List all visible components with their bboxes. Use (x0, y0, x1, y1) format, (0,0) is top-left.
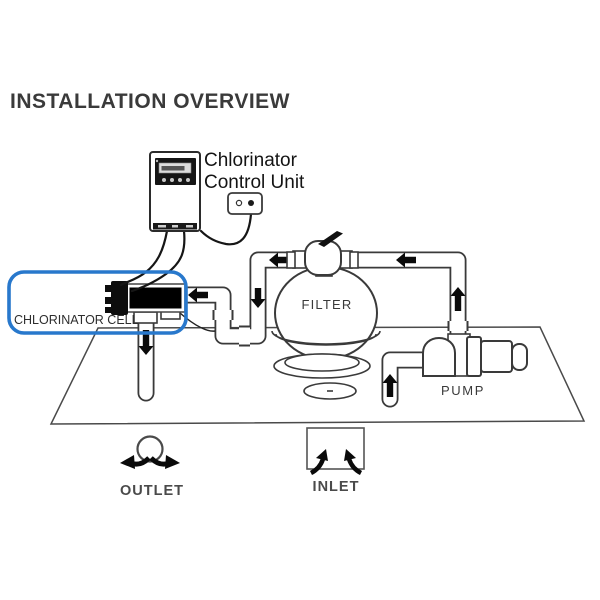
outlet-label: OUTLET (120, 483, 184, 499)
flow-arrows (138, 252, 466, 397)
filter-tank: FILTER (271, 231, 381, 379)
inlet-label: INLET (313, 479, 360, 495)
power-socket (227, 192, 263, 215)
cell-body (129, 287, 182, 309)
cell-connector (111, 281, 128, 315)
flow-arrow-into-cell (188, 287, 208, 303)
control-unit-label: Chlorinator Control Unit (204, 150, 305, 193)
flow-arrow-outlet-down (138, 330, 154, 355)
pump-strainer-pot (422, 336, 456, 377)
inlet-icon (306, 427, 365, 476)
pump: PUMP (422, 333, 528, 398)
drain-cover (303, 382, 357, 400)
filter-label: FILTER (301, 297, 352, 312)
flow-arrow-suction-up (382, 374, 398, 397)
svg-text:Chlorinator: Chlorinator (204, 150, 298, 171)
flow-arrow-right-top (396, 252, 416, 268)
chlorinator-cell (105, 281, 216, 332)
power-cord (199, 212, 253, 246)
page-title: INSTALLATION OVERVIEW (10, 90, 290, 113)
chlorinator-cell-label: CHLORINATOR CELL (14, 313, 139, 327)
pump-flange (466, 336, 482, 377)
valve-handle-icon (318, 231, 343, 247)
control-unit-button (178, 178, 182, 182)
cell-sensor-cable (179, 312, 216, 332)
power-plug (248, 200, 254, 206)
pump-label: PUMP (441, 383, 485, 398)
cell-cable-2 (130, 229, 186, 293)
control-unit-button (186, 178, 190, 182)
chlorinator-cell-highlight-box (7, 270, 188, 335)
flow-arrow-left-top (269, 252, 289, 268)
flow-arrow-riser-up (450, 287, 466, 311)
pump-motor-cap (511, 343, 528, 371)
svg-text:Control Unit: Control Unit (204, 172, 305, 193)
pipe-union-fittings (212, 310, 469, 347)
flow-arrow-down-left-riser (250, 288, 266, 308)
outlet-icon (120, 435, 180, 469)
chlorinator-control-unit (149, 151, 201, 232)
control-unit-button (170, 178, 174, 182)
control-unit-button (162, 178, 166, 182)
pump-motor (480, 340, 513, 373)
